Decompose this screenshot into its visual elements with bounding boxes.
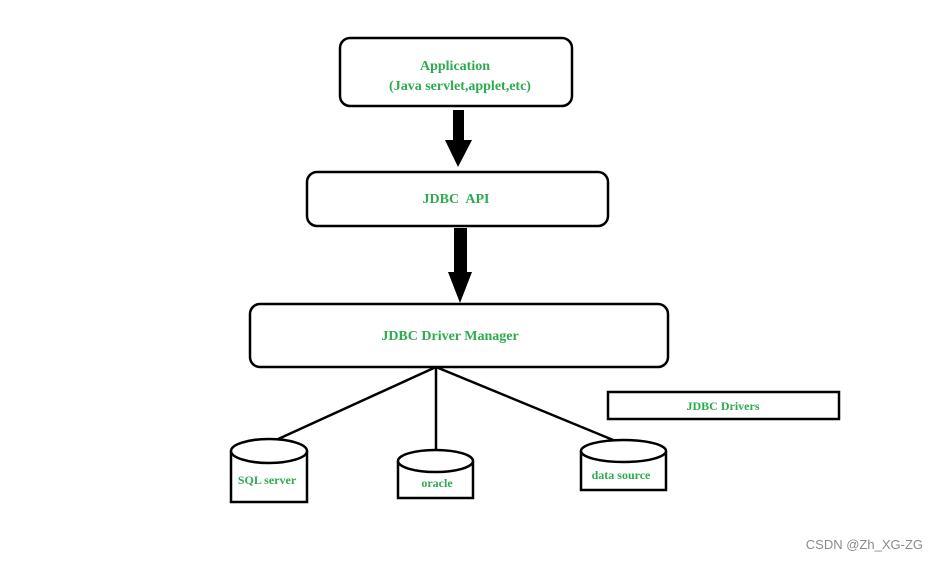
driver-manager-label: JDBC Driver Manager (381, 329, 518, 344)
sql-server-label: SQL server (238, 473, 297, 487)
application-node: Application (Java servlet,applet,etc) (338, 36, 574, 108)
oracle-label: oracle (421, 476, 453, 490)
driver-connectors (275, 365, 619, 453)
arrow-application-to-api (445, 110, 472, 167)
data-source-label: data source (592, 468, 651, 482)
jdbc-drivers-box: JDBC Drivers (606, 390, 841, 421)
sql-server-database: SQL server (229, 437, 309, 504)
arrow-api-to-manager (448, 228, 472, 303)
jdbc-api-node: JDBC API (305, 170, 610, 228)
jdbc-drivers-label: JDBC Drivers (687, 399, 760, 413)
oracle-database: oracle (396, 448, 475, 500)
data-source-database: data source (579, 438, 668, 492)
driver-manager-node: JDBC Driver Manager (248, 302, 670, 369)
csdn-watermark: CSDN @Zh_XG-ZG (805, 537, 923, 552)
application-subtitle: (Java servlet,applet,etc) (389, 79, 531, 94)
application-title: Application (420, 59, 490, 74)
jdbc-api-label: JDBC API (423, 192, 490, 207)
